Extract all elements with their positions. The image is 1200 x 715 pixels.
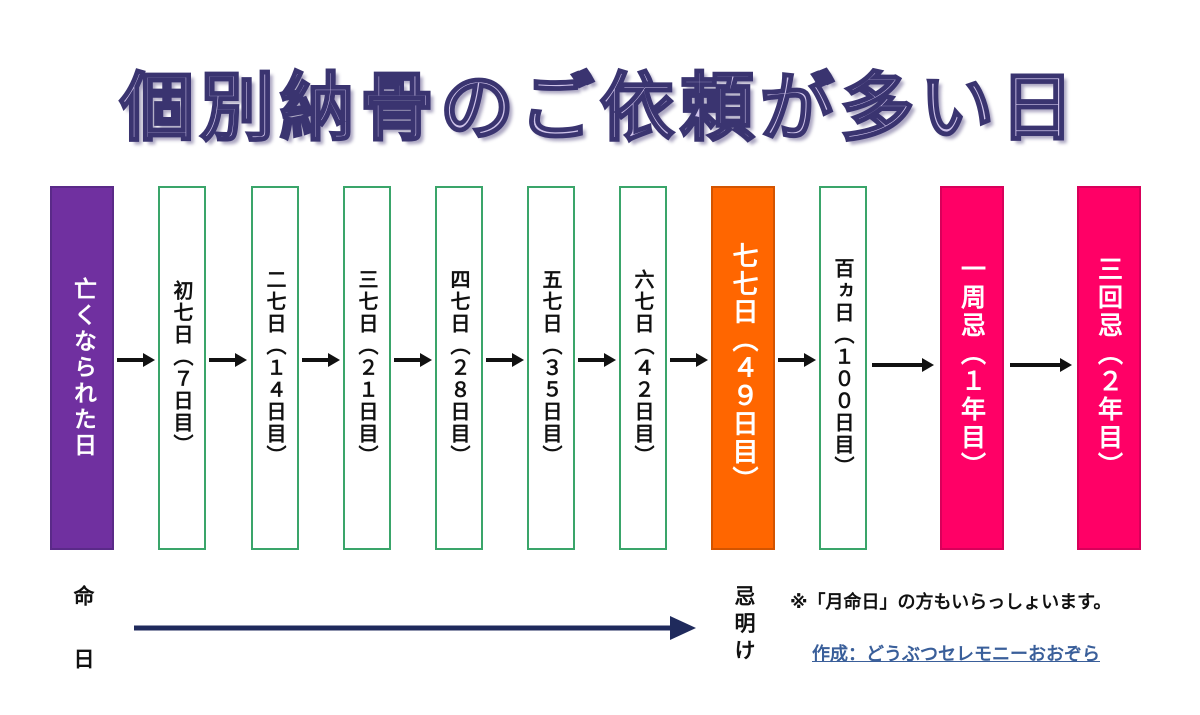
timeline-box-day-21: 三七日（２１日目） bbox=[343, 186, 391, 550]
arrow-right-icon bbox=[209, 353, 247, 367]
box-label: 三七日（２１日目） bbox=[355, 269, 379, 467]
monthly-memorial-note: ※「月命日」の方もいらっしょいます。 bbox=[790, 592, 1112, 613]
end-label: 忌明け bbox=[732, 585, 756, 666]
arrow-right-icon bbox=[1010, 358, 1072, 372]
page-title: 個別納骨のご依頼が多い日 bbox=[119, 64, 1080, 153]
timeline-box-second-anniversary: 三回忌（２年目） bbox=[1077, 186, 1141, 550]
timeline-box-day-14: 二七日（１４日目） bbox=[251, 186, 299, 550]
timeline-box-day-7: 初七日（７日目） bbox=[158, 186, 206, 550]
box-label: 一周忌（１年目） bbox=[957, 256, 987, 480]
timeline-box-day-49: 七七日（４９日目） bbox=[711, 186, 775, 550]
box-label: 初七日（７日目） bbox=[170, 280, 194, 456]
arrow-right-icon bbox=[117, 353, 155, 367]
timeline-box-day-28: 四七日（２８日目） bbox=[435, 186, 483, 550]
box-label: 二七日（１４日目） bbox=[263, 269, 287, 467]
start-label-bottom: 日 bbox=[71, 648, 95, 669]
timeline-box-day-100: 百ヵ日（１００日目） bbox=[819, 186, 867, 550]
arrow-right-icon bbox=[778, 353, 816, 367]
box-label: 三回忌（２年目） bbox=[1094, 256, 1124, 480]
box-label: 百ヵ日（１００日目） bbox=[831, 258, 855, 478]
timeline-box-death-day: 亡くなられた日 bbox=[50, 186, 114, 550]
timeline-arrow-icon bbox=[134, 616, 696, 640]
arrow-right-icon bbox=[872, 358, 934, 372]
box-label: 七七日（４９日目） bbox=[728, 242, 758, 494]
arrow-right-icon bbox=[578, 353, 616, 367]
timeline-box-day-35: 五七日（３５日目） bbox=[527, 186, 575, 550]
box-label: 五七日（３５日目） bbox=[539, 269, 563, 467]
arrow-right-icon bbox=[394, 353, 432, 367]
arrow-right-icon bbox=[302, 353, 340, 367]
timeline-box-day-42: 六七日（４２日目） bbox=[619, 186, 667, 550]
box-label: 四七日（２８日目） bbox=[447, 269, 471, 467]
arrow-right-icon bbox=[670, 353, 708, 367]
timeline-box-first-anniversary: 一周忌（１年目） bbox=[940, 186, 1004, 550]
arrow-right-icon bbox=[486, 353, 524, 367]
credit-link[interactable]: 作成：どうぶつセレモニーおおぞら bbox=[812, 644, 1100, 665]
start-label-top: 命 bbox=[71, 585, 95, 606]
box-label: 六七日（４２日目） bbox=[631, 269, 655, 467]
box-label: 亡くなられた日 bbox=[69, 277, 96, 459]
